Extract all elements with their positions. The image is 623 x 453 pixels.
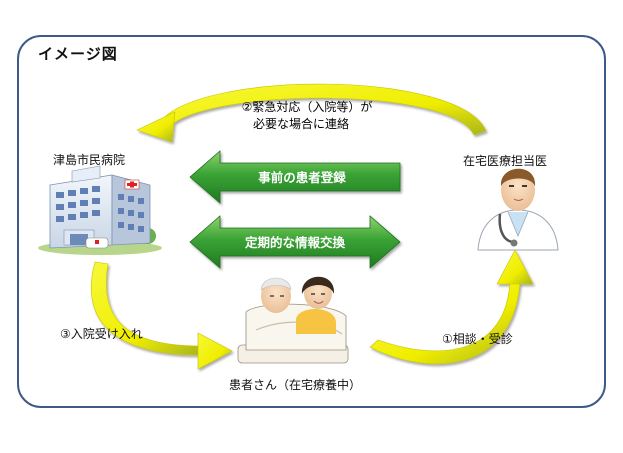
consult-label: ①相談・受診 (442, 332, 513, 346)
exchange-label: 定期的な情報交換 (244, 235, 346, 250)
exchange-arrow: 定期的な情報交換 (189, 215, 401, 269)
doctor-label: 在宅医療担当医 (463, 154, 548, 168)
admission-arrow (90, 261, 233, 370)
emergency-arrow (136, 83, 487, 143)
hospital-label: 津島市民病院 (53, 153, 126, 167)
hospital-building-icon (38, 165, 162, 255)
patient-caregiver-icon (237, 276, 349, 364)
registration-arrow: 事前の患者登録 (189, 150, 401, 204)
diagram-title: イメージ図 (38, 45, 118, 63)
registration-label: 事前の患者登録 (258, 170, 346, 185)
admission-label: ③入院受け入れ (60, 327, 143, 341)
consult-arrow (369, 249, 534, 365)
doctor-icon (477, 168, 559, 251)
diagram-frame (17, 35, 606, 408)
emergency-label-line1: ②緊急対応（入院等）が (242, 99, 373, 114)
patient-label: 患者さん（在宅療養中） (229, 378, 362, 392)
emergency-label-line2: 必要な場合に連絡 (253, 116, 349, 131)
